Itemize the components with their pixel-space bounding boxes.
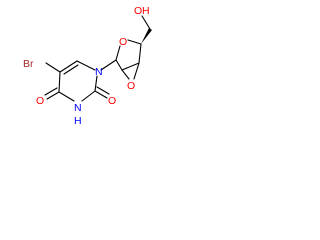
- atom-oxygen-carbonyl-4: O: [36, 95, 44, 107]
- bond-c2-n1: [94, 75, 98, 92]
- bond-c4prime-c5prime-wedge: [141, 28, 152, 44]
- bond-c2-o: [94, 90, 108, 99]
- atom-bromine: Br: [23, 58, 34, 70]
- bond-n1-c1prime: [100, 59, 117, 71]
- bond-c1prime-oring: [115, 45, 121, 61]
- bond-c3prime-c2prime: [121, 62, 140, 71]
- atom-nitrogen-3-hydrogen: H: [74, 115, 82, 127]
- bond-c5-c6-double: [63, 64, 79, 75]
- atom-oxygen-epoxide: O: [127, 80, 135, 92]
- atom-labels: Br N N H O O O O O H: [23, 5, 150, 127]
- bond-c4-o: [46, 91, 60, 100]
- bond-c4prime-c3prime: [138, 43, 142, 64]
- atom-oxygen-hydroxyl: O: [134, 5, 142, 17]
- bond-oring-c4prime: [127, 39, 142, 45]
- bond-n3-c2: [81, 90, 96, 102]
- bond-c4-o-double: [44, 87, 58, 96]
- atom-oxygen-ring: O: [119, 36, 127, 48]
- bond-c2-o-double: [96, 86, 110, 95]
- atom-nitrogen-1: N: [95, 66, 103, 78]
- bond-c5-c6: [59, 60, 78, 73]
- bond-c4-n3: [58, 91, 75, 102]
- bond-c5prime-ohydroxyl: [141, 15, 151, 30]
- bond-c6-n1: [76, 60, 96, 71]
- bond-c5-br: [45, 62, 61, 73]
- bonds: [44, 15, 152, 102]
- bond-c2prime-c1prime: [115, 59, 123, 71]
- bond-c2prime-oepox: [121, 69, 130, 80]
- atom-oxygen-carbonyl-2: O: [108, 95, 116, 107]
- atom-nitrogen-3: N: [74, 102, 82, 114]
- molecule-structure: Br N N H O O O O O H: [23, 5, 152, 127]
- atom-hydroxyl-hydrogen: H: [142, 5, 150, 17]
- bond-c3prime-oepox: [133, 62, 140, 80]
- bond-c5-c4: [58, 71, 61, 93]
